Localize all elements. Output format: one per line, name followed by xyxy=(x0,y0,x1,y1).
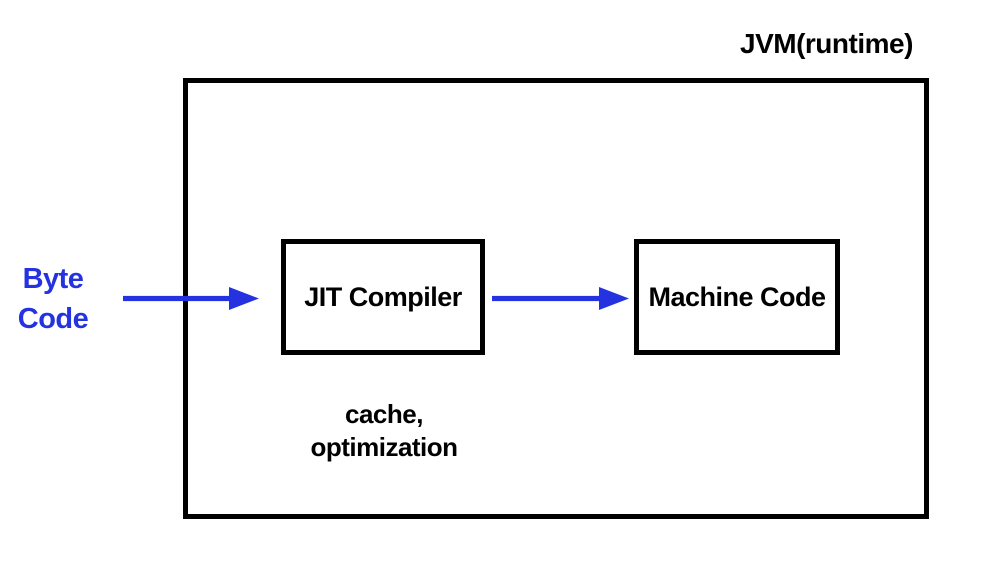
jvm-runtime-title: JVM(runtime) xyxy=(740,28,913,59)
byte-code-line1: Byte xyxy=(22,263,84,295)
cache-note-line1: cache, xyxy=(345,399,423,429)
bytecode-to-jit-arrow-right-icon xyxy=(123,286,259,311)
jit-to-machine-arrow-right-icon xyxy=(492,286,629,311)
jit-compiler-box: JIT Compiler xyxy=(281,239,485,355)
jit-compiler-label: JIT Compiler xyxy=(304,281,462,312)
cache-note-line2: optimization xyxy=(310,432,458,462)
cache-optimization-note: cache, optimization xyxy=(299,398,469,464)
machine-code-box: Machine Code xyxy=(634,239,840,355)
byte-code-line2: Code xyxy=(17,303,89,335)
byte-code-label: Byte Code xyxy=(5,259,101,339)
machine-code-label: Machine Code xyxy=(648,281,826,312)
